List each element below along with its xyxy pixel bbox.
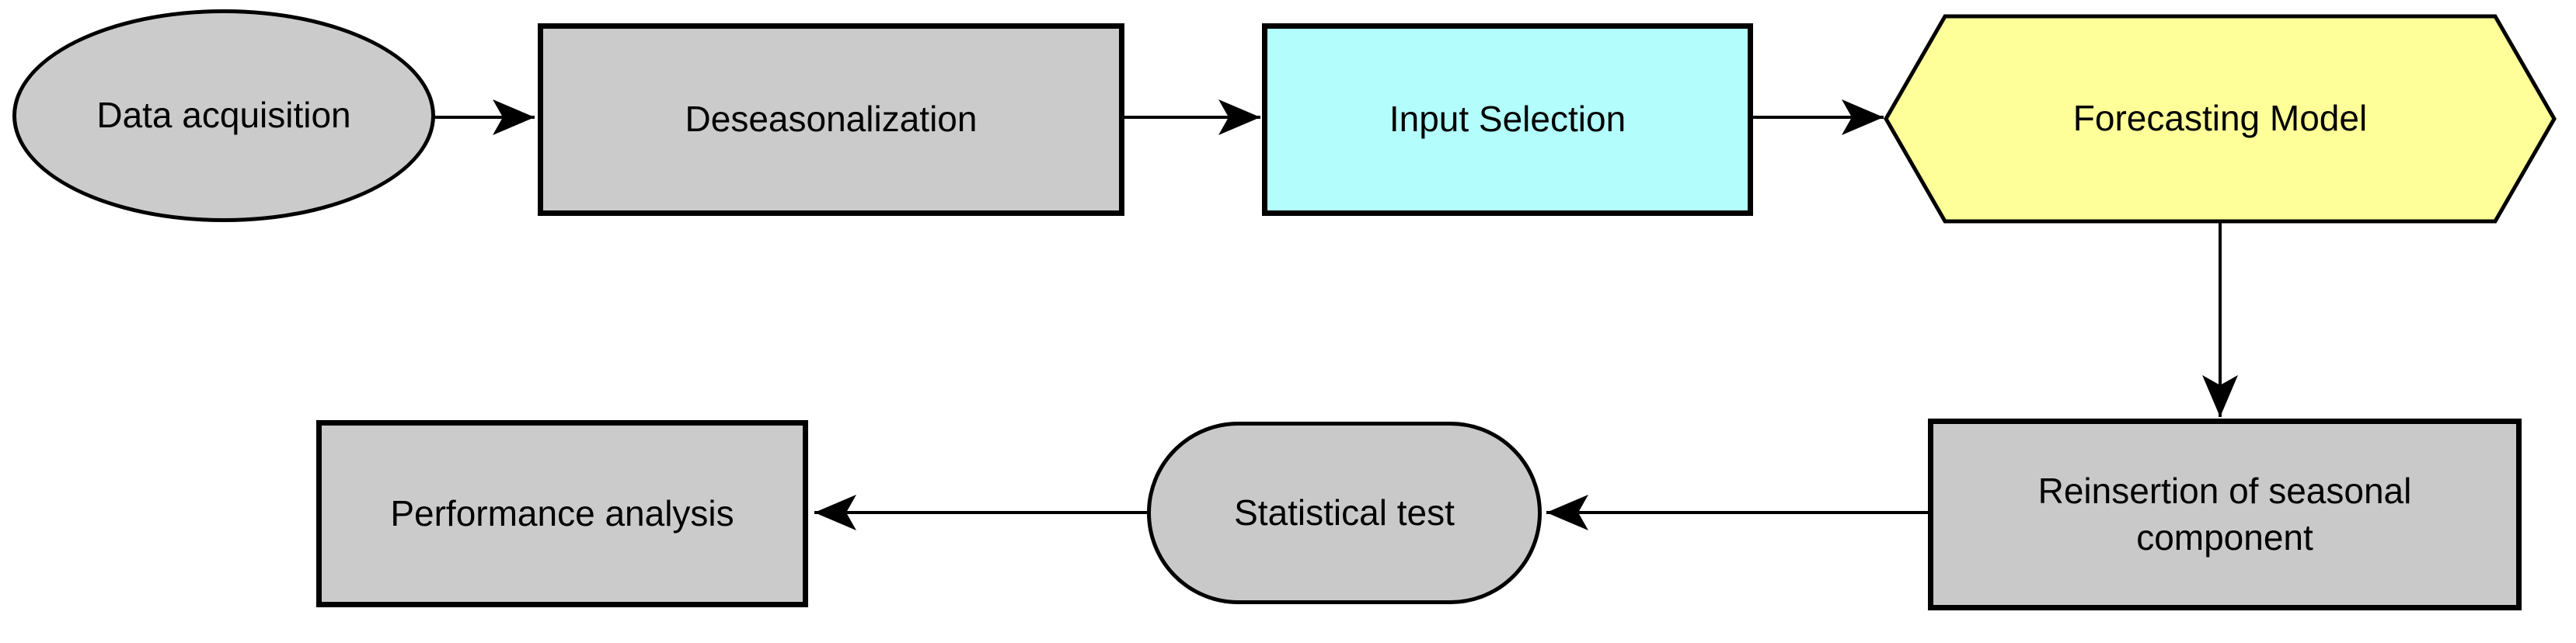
node-performance-analysis: Performance analysis xyxy=(316,420,808,607)
node-data-acquisition-label: Data acquisition xyxy=(96,95,351,136)
node-deseasonalization: Deseasonalization xyxy=(538,23,1124,216)
node-forecasting-model-shape xyxy=(1884,14,2557,224)
node-forecasting-model: Forecasting Model xyxy=(1945,16,2495,221)
node-data-acquisition: Data acquisition xyxy=(12,9,435,222)
node-statistical-test-label: Statistical test xyxy=(1234,492,1455,533)
node-input-selection: Input Selection xyxy=(1262,23,1753,216)
node-deseasonalization-label: Deseasonalization xyxy=(685,99,978,140)
node-statistical-test: Statistical test xyxy=(1147,422,1542,604)
node-reinsertion: Reinsertion of seasonal component xyxy=(1928,419,2522,610)
node-forecasting-model-label: Forecasting Model xyxy=(2072,98,2368,139)
node-performance-analysis-label: Performance analysis xyxy=(390,492,734,534)
node-input-selection-label: Input Selection xyxy=(1389,99,1626,140)
node-reinsertion-label: Reinsertion of seasonal component xyxy=(2037,470,2412,558)
